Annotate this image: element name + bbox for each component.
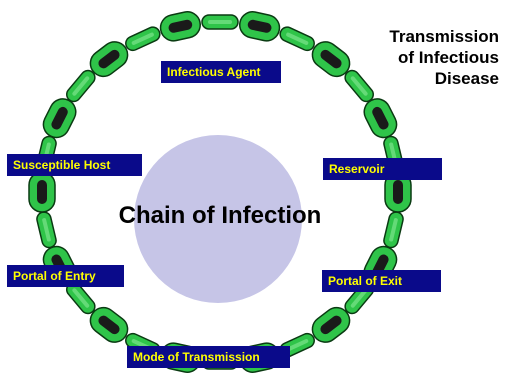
center-label: Chain of Infection xyxy=(90,202,350,230)
chain-link xyxy=(124,25,163,53)
chain-link xyxy=(64,68,98,105)
chain-link xyxy=(383,211,405,249)
label-infectious-agent: Infectious Agent xyxy=(161,61,281,83)
label-portal-of-entry: Portal of Entry xyxy=(7,265,124,287)
title-line-1: Transmission xyxy=(329,26,499,47)
label-portal-of-exit: Portal of Exit xyxy=(322,270,441,292)
title-line-2: of Infectious xyxy=(329,47,499,68)
chain-link xyxy=(278,25,317,53)
chain-link xyxy=(36,211,58,249)
diagram-title: Transmission of Infectious Disease xyxy=(329,26,499,89)
title-line-3: Disease xyxy=(329,68,499,89)
label-mode-of-transmission: Mode of Transmission xyxy=(127,346,290,368)
chain-link xyxy=(202,15,238,29)
chain-link xyxy=(158,9,203,43)
chain-link xyxy=(237,9,282,43)
label-reservoir: Reservoir xyxy=(323,158,442,180)
chain-link xyxy=(29,172,55,212)
label-susceptible-host: Susceptible Host xyxy=(7,154,142,176)
